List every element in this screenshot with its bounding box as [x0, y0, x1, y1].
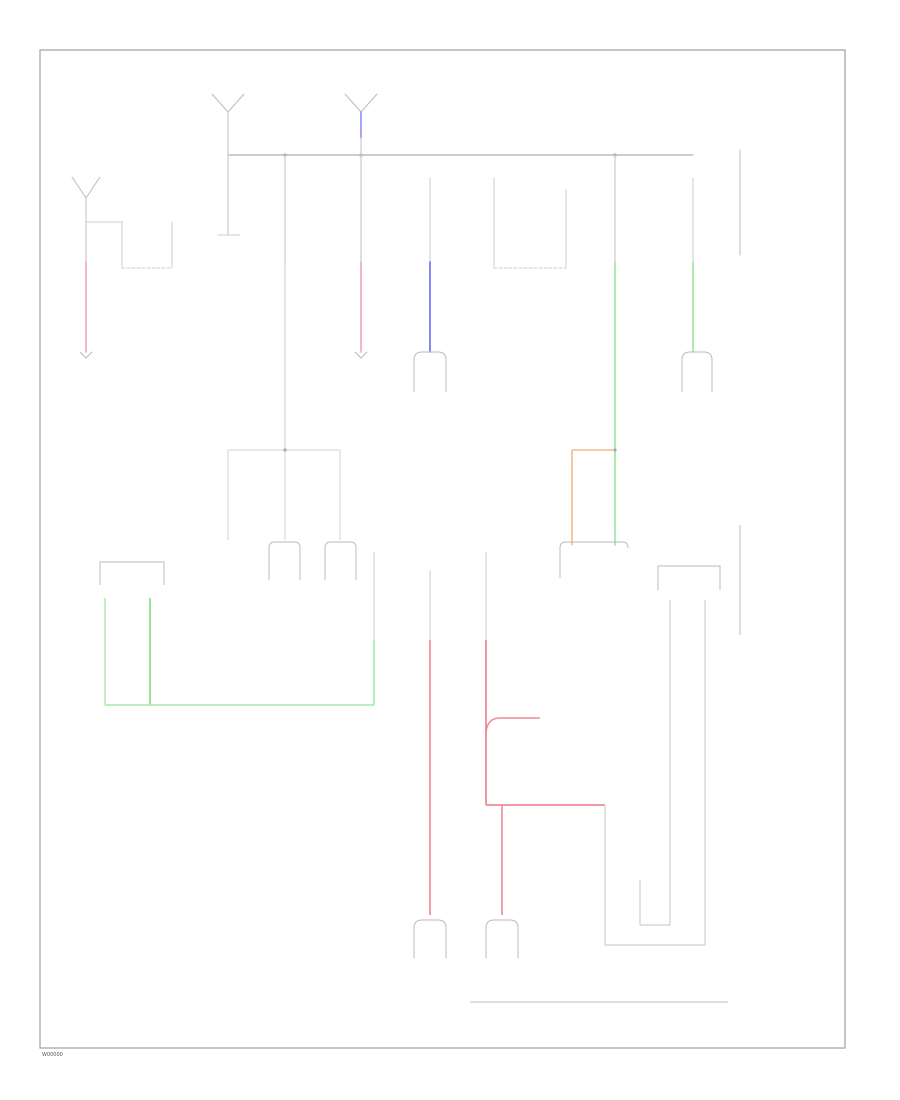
middle-section	[99, 448, 741, 635]
source-connector-middle	[344, 93, 378, 113]
top-section	[71, 93, 741, 546]
lower-section	[104, 552, 728, 1003]
connector-box	[413, 351, 447, 393]
ground-symbol	[354, 351, 368, 359]
ground-symbol	[79, 351, 93, 359]
relay-source-left	[71, 176, 101, 199]
source-connector-left	[211, 93, 245, 113]
relay-box-right	[657, 565, 721, 590]
connector-box	[413, 919, 447, 958]
connector-box	[485, 919, 519, 958]
relay-box-left	[99, 561, 165, 585]
connector-box	[268, 541, 301, 580]
wire-red	[485, 717, 540, 736]
diagram-id-code: W00000	[42, 1052, 63, 1058]
relay-box	[559, 541, 629, 578]
connector-box	[324, 541, 357, 580]
connector-box	[681, 351, 713, 393]
diagram-frame	[39, 49, 846, 1049]
splice-dot	[613, 448, 617, 452]
splice-dot	[283, 448, 287, 452]
